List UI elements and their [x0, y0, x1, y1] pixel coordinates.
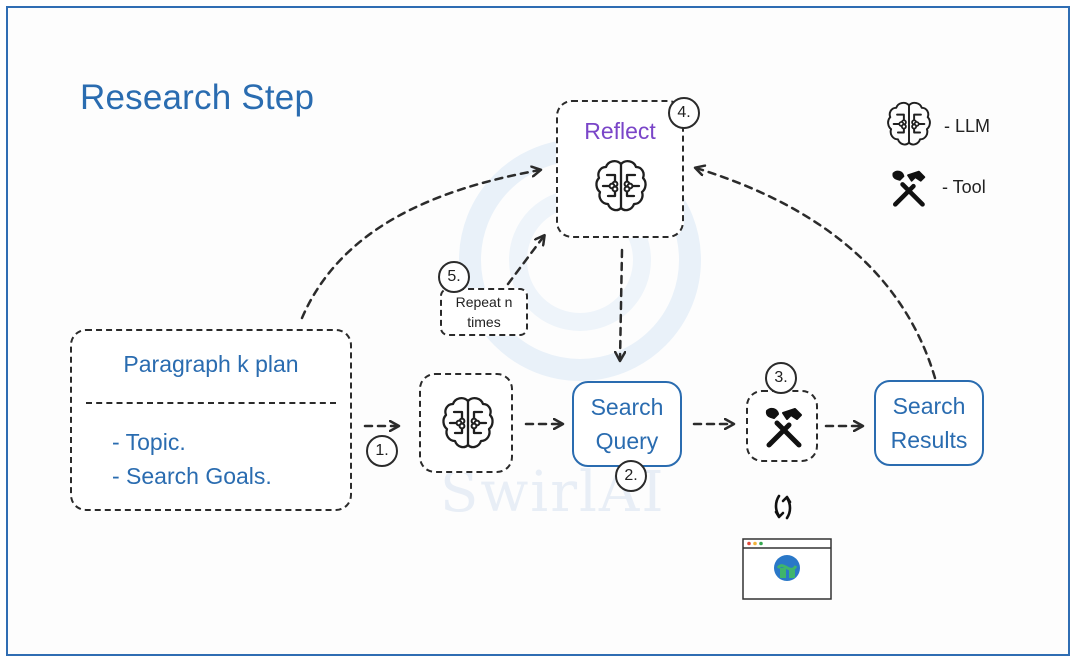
brain-icon: [595, 160, 647, 212]
step-5-badge: 5.: [438, 261, 470, 293]
search-query-line1: Search: [590, 394, 664, 420]
step-3-badge: 3.: [765, 362, 797, 394]
reflect-box: Reflect: [556, 100, 684, 238]
search-results-line2: Results: [890, 427, 968, 453]
legend-tool-label: - Tool: [942, 177, 986, 197]
plan-item-topic: - Topic.: [112, 429, 186, 455]
step-4-badge: 4.: [668, 97, 700, 129]
repeat-box: Repeat n times: [440, 288, 528, 336]
legend-llm-label: - LLM: [944, 116, 991, 136]
plan-title: Paragraph k plan: [123, 351, 299, 377]
arrow-results-to-reflect: [696, 168, 937, 380]
plan-divider: [86, 402, 336, 404]
repeat-text-line1: Repeat n: [455, 294, 513, 310]
arrow-reflect-to-query: [620, 248, 622, 360]
tool-box: [746, 390, 818, 462]
refresh-arrows-icon: [774, 494, 792, 520]
step-1-badge: 1.: [366, 435, 398, 467]
hammer-wrench-icon: [765, 407, 802, 448]
legend-brain-icon: [887, 101, 931, 146]
search-query-box: Search Query: [572, 381, 682, 467]
arrow-plan-to-reflect: [300, 170, 540, 320]
reflect-label: Reflect: [584, 118, 656, 144]
browser-globe-icon: [742, 538, 832, 600]
brain-icon: [442, 397, 494, 449]
legend-hammer-wrench-icon: [892, 170, 926, 207]
search-results-line1: Search: [892, 393, 966, 419]
llm-box: [419, 373, 513, 473]
page-title: Research Step: [80, 78, 315, 117]
repeat-text-line2: times: [467, 314, 501, 330]
search-query-line2: Query: [595, 428, 659, 454]
arrow-repeat-to-reflect: [506, 236, 544, 286]
search-results-box: Search Results: [874, 380, 984, 466]
plan-item-search-goals: - Search Goals.: [112, 463, 272, 489]
paragraph-plan-box: Paragraph k plan - Topic. - Search Goals…: [70, 329, 352, 511]
step-2-badge: 2.: [615, 460, 647, 492]
